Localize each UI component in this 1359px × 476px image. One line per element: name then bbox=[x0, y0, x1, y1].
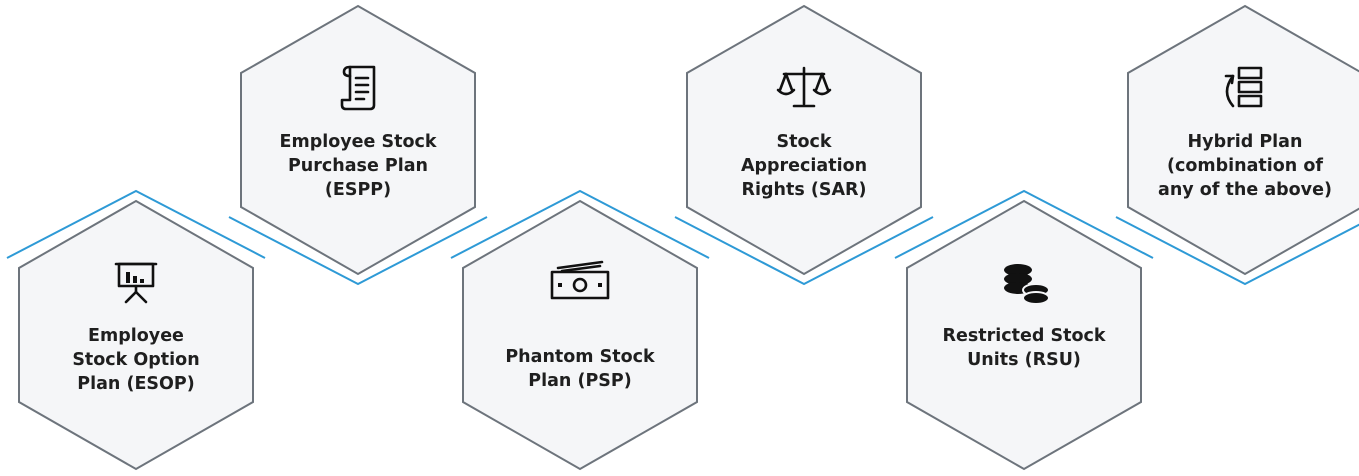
accent-line bbox=[1115, 216, 1359, 286]
label-line: Units (RSU) bbox=[967, 350, 1081, 370]
plan-label-espp: Employee Stock Purchase Plan (ESPP) bbox=[238, 130, 478, 202]
presentation-chart-icon bbox=[114, 262, 158, 304]
accent-line bbox=[894, 189, 1154, 259]
label-line: Employee Stock bbox=[279, 132, 437, 152]
label-line: (ESPP) bbox=[324, 180, 392, 200]
accent-line bbox=[450, 189, 710, 259]
plan-label-rsu: Restricted Stock Units (RSU) bbox=[904, 324, 1144, 372]
plan-hexagon bbox=[1127, 4, 1359, 276]
accent-line bbox=[6, 189, 266, 259]
label-line: Phantom Stock bbox=[505, 347, 655, 367]
label-line: Appreciation bbox=[740, 156, 868, 176]
plan-hexagon bbox=[906, 199, 1142, 471]
money-cash-icon bbox=[550, 260, 610, 300]
label-line: (combination of bbox=[1167, 156, 1323, 176]
plan-label-psp: Phantom Stock Plan (PSP) bbox=[460, 345, 700, 393]
label-line: Stock Option bbox=[72, 350, 200, 370]
hybrid-flow-icon bbox=[1224, 66, 1263, 108]
label-line: Stock bbox=[776, 132, 832, 152]
label-line: Hybrid Plan bbox=[1187, 132, 1303, 152]
label-line: any of the above) bbox=[1158, 180, 1332, 200]
plan-hexagon bbox=[462, 199, 698, 471]
plan-hexagon bbox=[18, 199, 254, 471]
plan-hexagon bbox=[686, 4, 922, 276]
plan-label-sar: Stock Appreciation Rights (SAR) bbox=[684, 130, 924, 202]
label-line: Employee bbox=[88, 326, 184, 346]
label-line: Plan (ESOP) bbox=[77, 374, 195, 394]
label-line: Rights (SAR) bbox=[741, 180, 867, 200]
document-scroll-icon bbox=[340, 65, 376, 111]
coin-stack-icon bbox=[1004, 264, 1050, 305]
plan-label-hybrid: Hybrid Plan (combination of any of the a… bbox=[1125, 130, 1359, 202]
accent-line bbox=[674, 216, 934, 286]
accent-line bbox=[228, 216, 488, 286]
label-line: Purchase Plan bbox=[287, 156, 429, 176]
balance-scale-icon bbox=[776, 66, 832, 108]
label-line: Plan (PSP) bbox=[528, 371, 632, 391]
plan-hexagon bbox=[240, 4, 476, 276]
label-line: Restricted Stock bbox=[942, 326, 1106, 346]
plan-label-esop: Employee Stock Option Plan (ESOP) bbox=[16, 324, 256, 396]
